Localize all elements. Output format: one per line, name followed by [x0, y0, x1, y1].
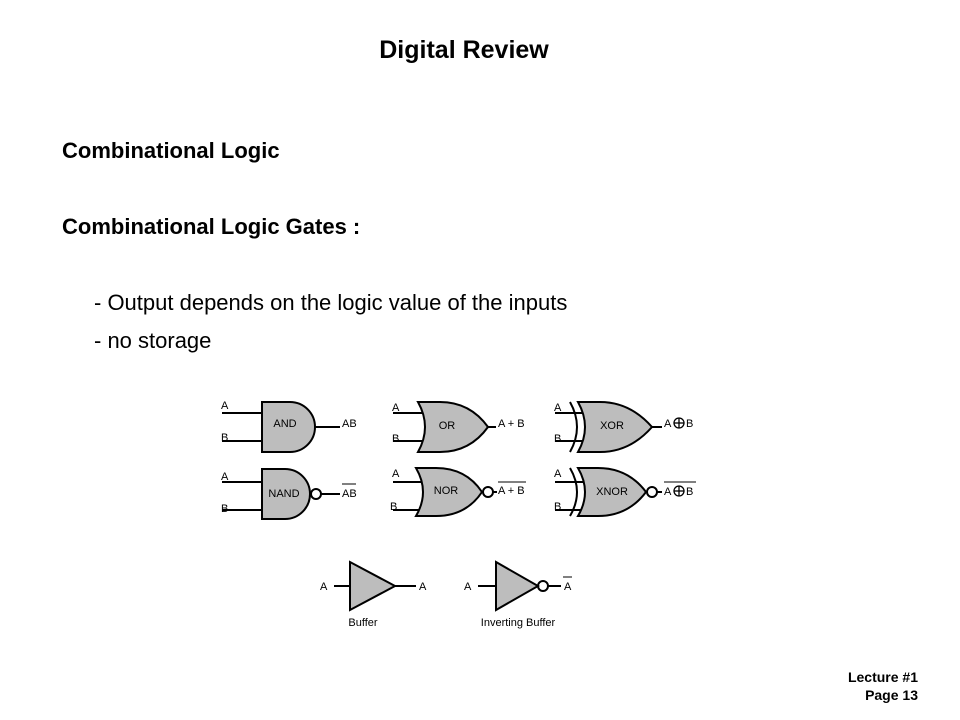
or-input-b: B [392, 433, 399, 445]
nor-label: NOR [434, 485, 459, 497]
xor-output-b: B [686, 418, 693, 430]
inverting-buffer-caption: Inverting Buffer [481, 617, 556, 629]
xor-input-b: B [554, 433, 561, 445]
or-input-a: A [392, 402, 400, 414]
xor-gate: A B XOR A B [554, 401, 693, 453]
xnor-output-b: B [686, 486, 693, 498]
and-input-a: A [221, 400, 229, 412]
nor-input-a: A [392, 468, 400, 480]
xnor-output-a: A [664, 486, 672, 498]
buffer-gate: A A Buffer [320, 560, 427, 629]
xnor-gate: A B XNOR A B [554, 467, 696, 517]
or-label: OR [439, 420, 456, 432]
xor-label: XOR [600, 420, 624, 432]
or-gate: A B OR A + B [392, 401, 525, 453]
xnor-input-b: B [554, 501, 561, 513]
page-number: Page 13 [865, 687, 918, 703]
and-gate: A B AND AB [221, 400, 357, 453]
bullet-no-storage: - no storage [94, 328, 212, 353]
bullet-output-depends: - Output depends on the logic value of t… [94, 290, 568, 315]
and-input-b: B [221, 432, 228, 444]
buffer-output: A [419, 581, 427, 593]
nand-input-b: B [221, 503, 228, 515]
buffer-input: A [320, 581, 328, 593]
inverting-buffer-input: A [464, 581, 472, 593]
xor-input-a: A [554, 402, 562, 414]
or-output: A + B [498, 418, 525, 430]
and-label: AND [273, 418, 296, 430]
inverting-buffer-output: A [564, 581, 572, 593]
nand-input-a: A [221, 471, 229, 483]
nor-input-b: B [390, 501, 397, 513]
xnor-input-a: A [554, 468, 562, 480]
slide-title: Digital Review [379, 36, 549, 64]
buffer-caption: Buffer [348, 617, 377, 629]
lecture-number: Lecture #1 [847, 669, 918, 685]
nand-label: NAND [268, 488, 299, 500]
heading-combinational-logic: Combinational Logic [62, 138, 280, 163]
xnor-label: XNOR [596, 486, 628, 498]
nor-output: A + B [498, 485, 525, 497]
xor-output-a: A [664, 418, 672, 430]
nand-gate: A B NAND AB [221, 468, 357, 520]
nor-gate: A B NOR A + B [390, 467, 526, 517]
heading-logic-gates: Combinational Logic Gates : [62, 214, 361, 239]
slide-footer: Lecture #1 Page 13 [848, 668, 918, 704]
nand-output: AB [342, 488, 357, 500]
and-output: AB [342, 418, 357, 430]
inverting-buffer-gate: A A Inverting Buffer [464, 560, 572, 629]
